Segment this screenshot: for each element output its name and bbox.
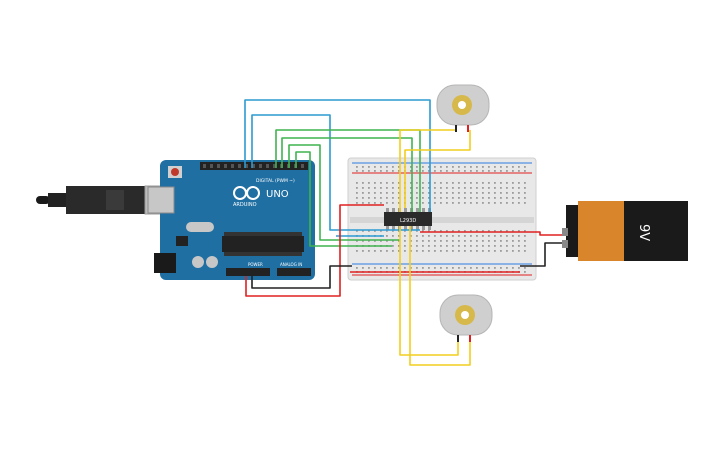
wire-yellow-2 [404, 130, 471, 208]
arduino-brand: ARDUINO [233, 202, 257, 208]
digital-header-label: DIGITAL (PWM ~) [256, 178, 295, 184]
wire-yellow-3 [399, 226, 459, 356]
breadboard [347, 157, 537, 281]
arduino-model: UNO [266, 189, 289, 200]
wires [244, 99, 568, 366]
dc-motor-top [436, 84, 490, 132]
wire-yellow-1 [399, 129, 455, 212]
wire-blue-2 [251, 114, 420, 231]
battery-label: 9V [636, 224, 651, 241]
wire-green-4 [295, 151, 392, 247]
motor-driver-chip: L293D [384, 208, 432, 230]
arduino-logo-icon [233, 186, 260, 200]
arduino-uno-board: DIGITAL (PWM ~) UNO ARDUINO POWER ANALOG… [147, 160, 315, 280]
wire-blue-1 [244, 99, 431, 212]
wire-red-1 [245, 204, 384, 297]
wire-black-2 [520, 242, 568, 267]
power-header-label: POWER [248, 262, 263, 267]
wire-red-3 [420, 231, 568, 236]
driver-chip-label: L293D [400, 218, 416, 224]
dc-motor-bottom [439, 294, 493, 342]
analog-header-label: ANALOG IN [280, 262, 302, 267]
wire-green-1 [275, 129, 421, 212]
wire-green-2 [281, 137, 413, 212]
wire-black-1 [251, 265, 352, 289]
wire-yellow-4 [409, 226, 471, 366]
wire-green-3 [288, 144, 400, 241]
battery-9v: 9V [562, 201, 688, 261]
